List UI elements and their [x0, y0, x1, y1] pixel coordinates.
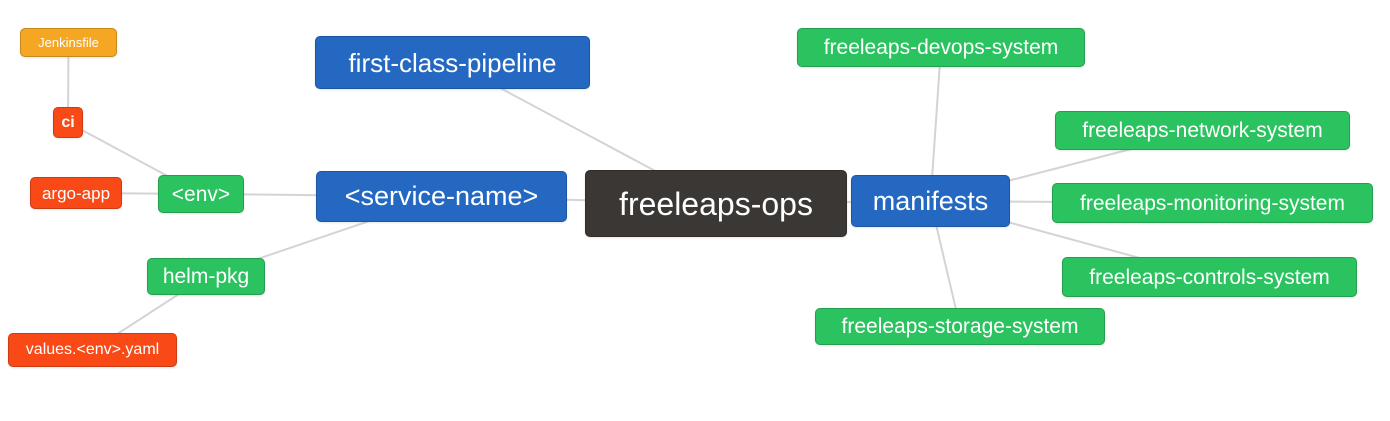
- node-helm-pkg[interactable]: helm-pkg: [147, 258, 265, 295]
- node-manifests[interactable]: manifests: [851, 175, 1010, 227]
- node-freeleaps-ops[interactable]: freeleaps-ops: [585, 170, 847, 237]
- node-jenkinsfile[interactable]: Jenkinsfile: [20, 28, 117, 57]
- node-label-argo-app: argo-app: [41, 183, 111, 203]
- node-label-freeleaps-ops: freeleaps-ops: [619, 185, 813, 222]
- node-values-env-yaml[interactable]: values.<env>.yaml: [8, 333, 177, 367]
- node-label-helm-pkg: helm-pkg: [162, 265, 250, 288]
- node-argo-app[interactable]: argo-app: [30, 177, 122, 209]
- node-label-ci: ci: [61, 113, 75, 131]
- node-ci[interactable]: ci: [53, 107, 83, 138]
- node-env[interactable]: <env>: [158, 175, 244, 213]
- node-label-freeleaps-storage-system: freeleaps-storage-system: [841, 315, 1079, 338]
- node-first-class-pipeline[interactable]: first-class-pipeline: [315, 36, 590, 89]
- node-label-values-env-yaml: values.<env>.yaml: [25, 341, 160, 358]
- node-freeleaps-devops-system[interactable]: freeleaps-devops-system: [797, 28, 1085, 67]
- node-label-freeleaps-monitoring-system: freeleaps-monitoring-system: [1080, 191, 1345, 215]
- node-freeleaps-storage-system[interactable]: freeleaps-storage-system: [815, 308, 1105, 345]
- node-label-freeleaps-network-system: freeleaps-network-system: [1082, 119, 1323, 142]
- node-label-env: <env>: [171, 182, 231, 206]
- node-freeleaps-controls-system[interactable]: freeleaps-controls-system: [1062, 257, 1357, 297]
- node-label-freeleaps-devops-system: freeleaps-devops-system: [823, 36, 1059, 59]
- node-freeleaps-monitoring-system[interactable]: freeleaps-monitoring-system: [1052, 183, 1373, 223]
- node-label-manifests: manifests: [872, 185, 989, 216]
- node-service-name[interactable]: <service-name>: [316, 171, 567, 222]
- node-label-jenkinsfile: Jenkinsfile: [38, 35, 99, 50]
- node-freeleaps-network-system[interactable]: freeleaps-network-system: [1055, 111, 1350, 150]
- node-label-freeleaps-controls-system: freeleaps-controls-system: [1089, 265, 1330, 289]
- node-label-service-name: <service-name>: [344, 181, 539, 211]
- node-label-first-class-pipeline: first-class-pipeline: [348, 47, 557, 78]
